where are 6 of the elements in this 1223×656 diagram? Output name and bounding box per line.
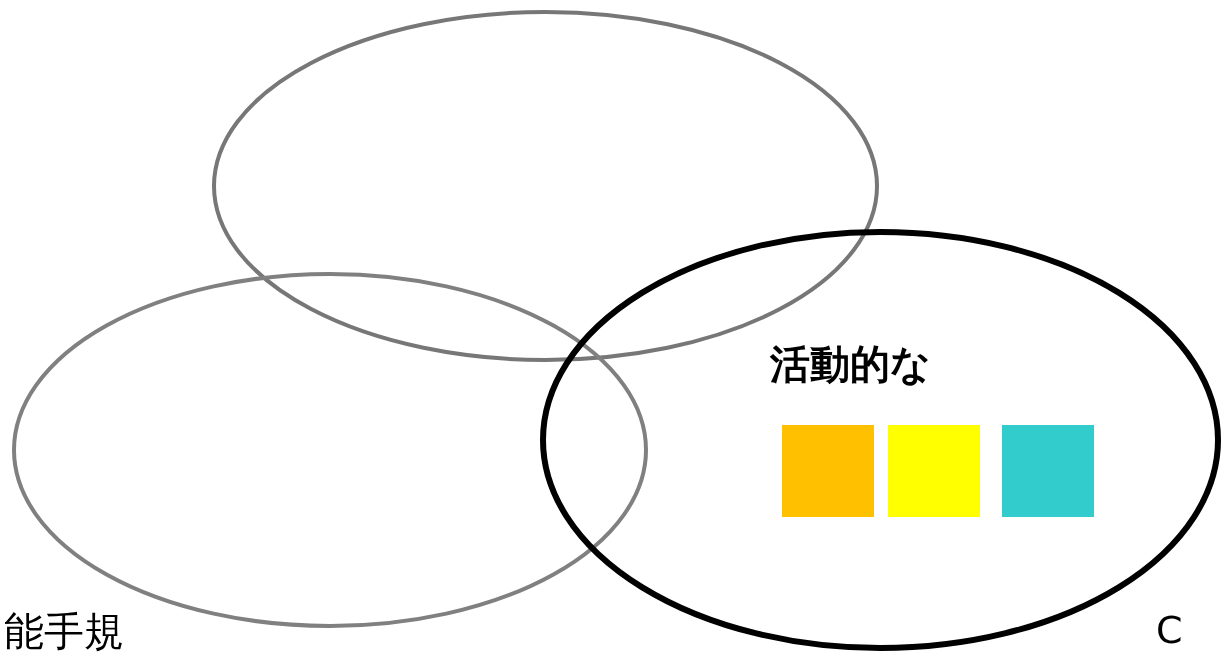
color-square — [888, 425, 980, 517]
set-label: 活動的な — [770, 340, 931, 389]
set-letter: C — [1156, 608, 1183, 652]
color-square — [782, 425, 874, 517]
color-square — [1002, 425, 1094, 517]
set-label: 能手規 — [4, 607, 124, 656]
